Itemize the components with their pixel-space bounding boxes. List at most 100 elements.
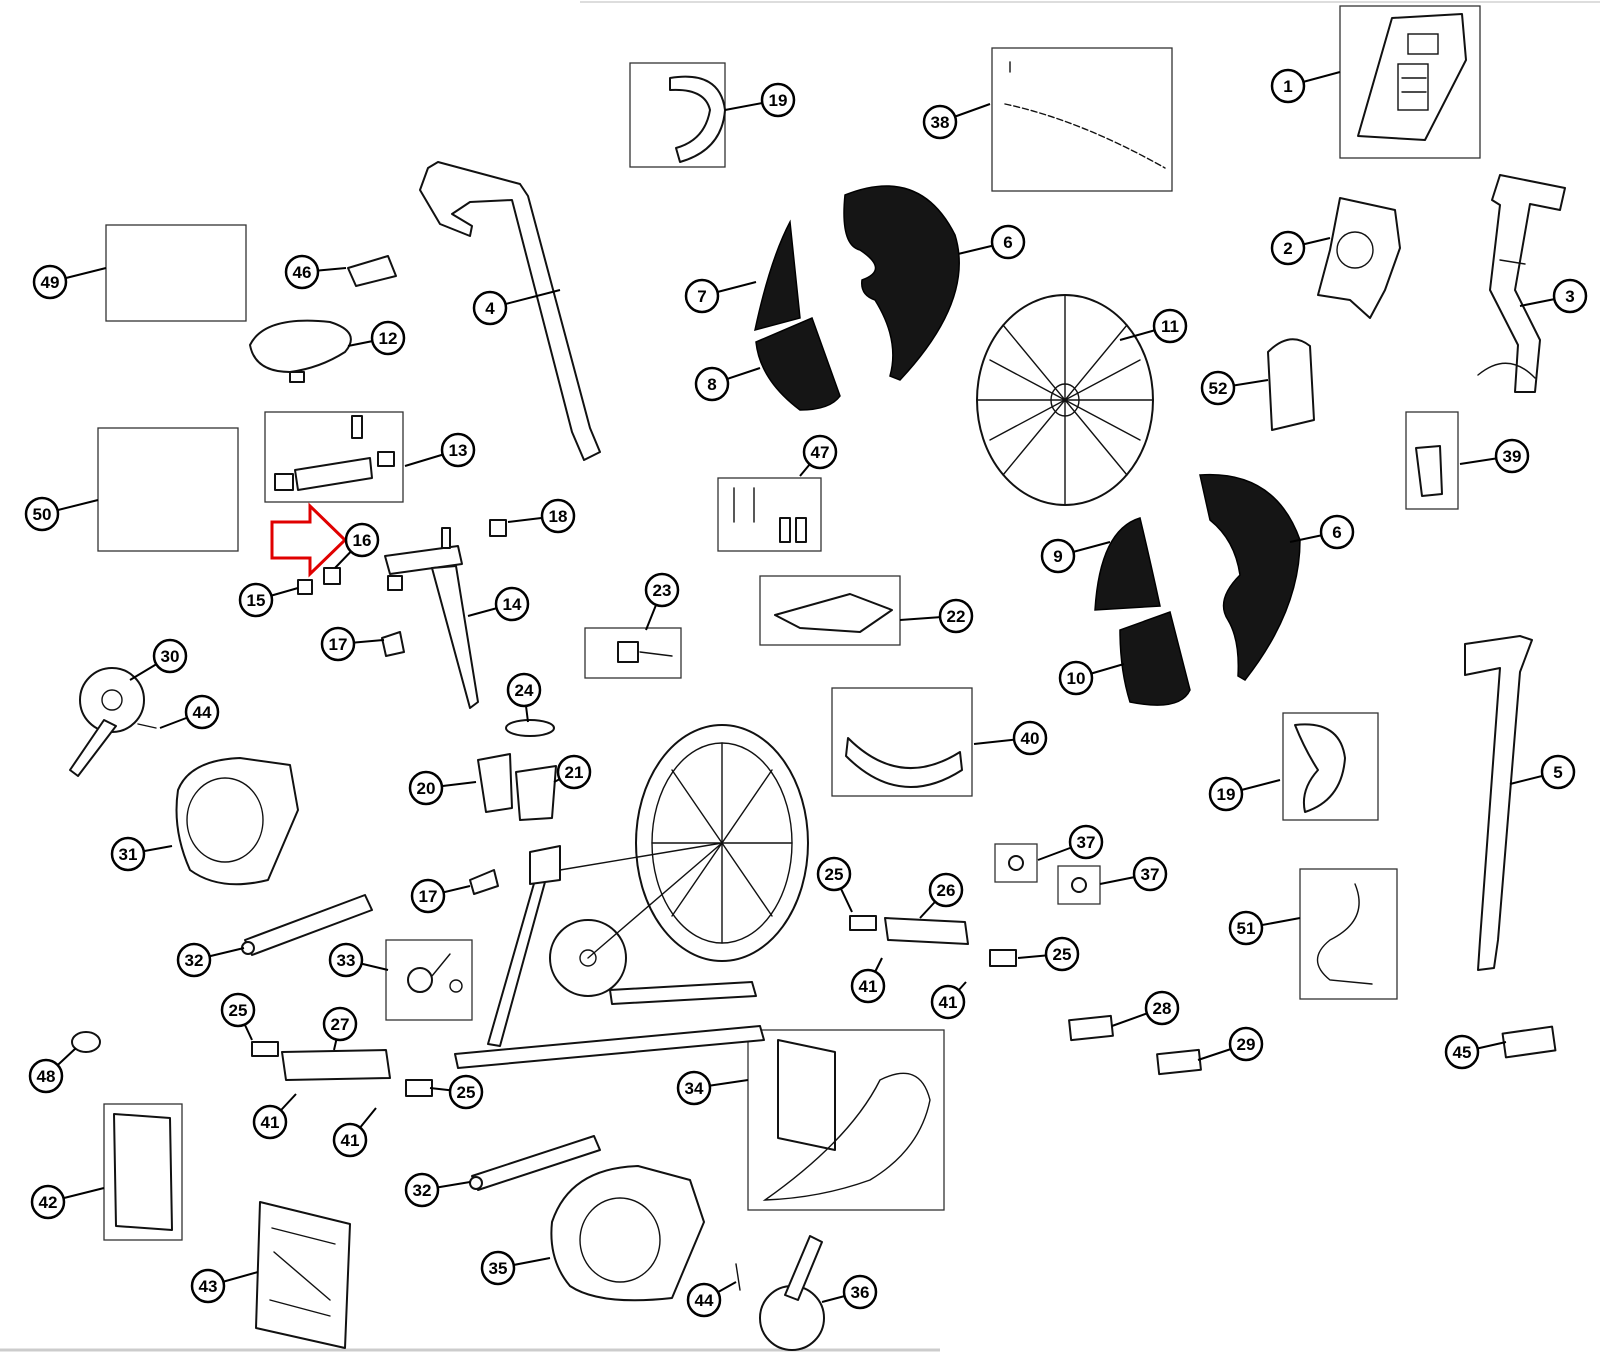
callout-9: 9 <box>1040 538 1111 574</box>
callout-number: 39 <box>1503 447 1522 466</box>
callout-circle <box>922 104 958 140</box>
callout-circle <box>408 770 444 806</box>
callout-circle <box>1494 438 1530 474</box>
callout-circle <box>28 1058 64 1094</box>
callout-circle <box>1270 230 1306 266</box>
callout-41: 41 <box>930 981 967 1020</box>
callout-32: 32 <box>176 942 245 978</box>
callout-number: 9 <box>1053 547 1062 566</box>
callout-number: 29 <box>1237 1035 1256 1054</box>
callout-1: 1 <box>1270 68 1341 104</box>
callout-circle <box>1552 278 1588 314</box>
callout-41: 41 <box>850 957 886 1004</box>
callout-22: 22 <box>899 598 974 634</box>
callout-circle <box>152 638 188 674</box>
callout-45: 45 <box>1444 1034 1507 1070</box>
callout-circle <box>448 1074 484 1110</box>
part-seat-post <box>384 527 479 709</box>
callout-number: 42 <box>39 1193 58 1212</box>
part-owners-manual <box>103 1103 183 1241</box>
callout-number: 23 <box>653 581 672 600</box>
callout-circle <box>1540 754 1576 790</box>
callout-33: 33 <box>328 942 389 978</box>
part-seat-slider-kit <box>264 411 404 503</box>
callout-number: 33 <box>337 951 356 970</box>
part-housing-right <box>550 1165 705 1302</box>
callout-circle <box>1040 538 1076 574</box>
callout-circle <box>252 1104 288 1140</box>
callout-number: 24 <box>515 681 534 700</box>
callout-number: 25 <box>229 1001 248 1020</box>
callout-26: 26 <box>919 872 964 919</box>
callout-number: 18 <box>549 507 568 526</box>
callout-number: 2 <box>1283 239 1292 258</box>
callout-number: 37 <box>1077 833 1096 852</box>
callout-number: 13 <box>449 441 468 460</box>
callout-number: 46 <box>293 263 312 282</box>
part-hardware-47 <box>717 477 822 552</box>
callout-number: 10 <box>1067 669 1086 688</box>
callout-circle <box>320 626 356 662</box>
part-cover-52 <box>1267 338 1315 431</box>
part-48 <box>71 1031 101 1053</box>
part-small-caps <box>297 519 507 895</box>
part-drawings <box>69 5 1566 1351</box>
callout-49: 49 <box>32 264 107 300</box>
callout-44: 44 <box>159 694 220 730</box>
callout-17: 17 <box>320 626 385 662</box>
callout-circle <box>328 942 364 978</box>
callout-8: 8 <box>694 366 761 402</box>
callout-number: 40 <box>1021 729 1040 748</box>
callout-number: 17 <box>419 887 438 906</box>
callout-circle <box>1058 660 1094 696</box>
callout-11: 11 <box>1119 308 1188 344</box>
callout-number: 1 <box>1283 77 1292 96</box>
callout-circle <box>1444 1034 1480 1070</box>
callout-31: 31 <box>110 836 173 872</box>
part-stabilizers <box>251 915 1017 1097</box>
callout-32: 32 <box>404 1172 471 1208</box>
assembled-bike <box>454 724 809 1069</box>
callout-27: 27 <box>322 1006 358 1051</box>
part-fan-shroud-pieces <box>754 219 1191 706</box>
part-bearings <box>994 843 1101 905</box>
callout-circle <box>322 1006 358 1042</box>
callout-circle <box>410 878 446 914</box>
callout-47: 47 <box>799 434 838 477</box>
callout-circle <box>556 754 592 790</box>
callout-circle <box>684 278 720 314</box>
callout-number: 3 <box>1565 287 1574 306</box>
callout-28: 28 <box>1111 990 1180 1027</box>
callout-7: 7 <box>684 278 757 314</box>
part-seat <box>249 319 352 383</box>
callout-circle <box>284 254 320 290</box>
callout-24: 24 <box>506 672 542 723</box>
callout-number: 19 <box>769 91 788 110</box>
callout-circle <box>32 264 68 300</box>
callout-number: 34 <box>685 1079 704 1098</box>
callout-number: 51 <box>1237 919 1256 938</box>
callout-circle <box>506 672 542 708</box>
callout-29: 29 <box>1197 1026 1264 1062</box>
callout-circle <box>760 82 796 118</box>
callout-number: 45 <box>1453 1043 1472 1062</box>
callout-41: 41 <box>252 1093 297 1140</box>
highlight-arrow <box>270 502 348 578</box>
callout-52: 52 <box>1200 370 1269 406</box>
callout-circle <box>1144 990 1180 1026</box>
callout-circle <box>694 366 730 402</box>
part-drive-belt-box <box>747 1029 945 1211</box>
callout-number: 8 <box>707 375 716 394</box>
callout-number: 15 <box>247 591 266 610</box>
callout-number: 43 <box>199 1277 218 1296</box>
callout-51: 51 <box>1228 910 1301 946</box>
callout-number: 50 <box>33 505 52 524</box>
part-console <box>1339 5 1481 159</box>
part-chain-box <box>991 47 1173 192</box>
callout-13: 13 <box>404 432 476 468</box>
part-chain-guard-box <box>759 575 901 646</box>
callout-number: 11 <box>1161 317 1179 336</box>
callout-circle <box>24 496 60 532</box>
callout-circle <box>802 434 838 470</box>
callout-14: 14 <box>467 586 530 622</box>
